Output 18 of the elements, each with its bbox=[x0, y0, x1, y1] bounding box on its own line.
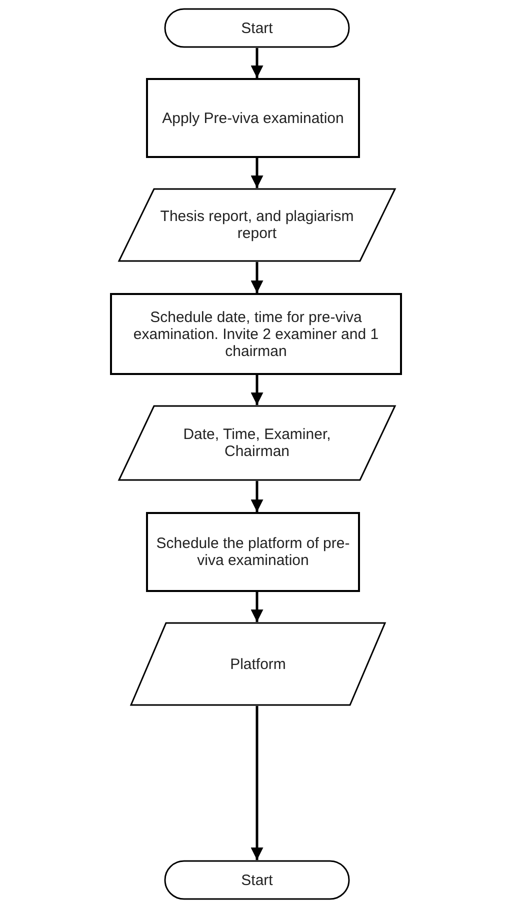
node-text: Schedule the platform of pre-viva examination bbox=[155, 535, 351, 569]
arrow bbox=[250, 481, 264, 512]
process-box bbox=[146, 512, 360, 592]
arrow bbox=[250, 706, 264, 860]
node-text: Date, Time, Examiner, Chairman bbox=[182, 426, 332, 460]
arrow bbox=[250, 375, 264, 405]
arrow bbox=[250, 158, 264, 188]
arrow bbox=[250, 48, 264, 78]
process-box bbox=[110, 293, 402, 375]
node-text: Apply Pre-viva examination bbox=[161, 110, 345, 126]
node-text: Schedule date, time for pre-viva examination. Invite 2 examiner and 1 chairman bbox=[132, 308, 380, 360]
process-box bbox=[146, 78, 360, 158]
arrow bbox=[250, 262, 264, 293]
arrow bbox=[250, 592, 264, 622]
node-text: Thesis report, and plagiarism report bbox=[159, 208, 355, 242]
node-text: Start bbox=[240, 872, 274, 888]
node-text: Platform bbox=[229, 656, 287, 672]
node-text: Start bbox=[240, 20, 274, 36]
